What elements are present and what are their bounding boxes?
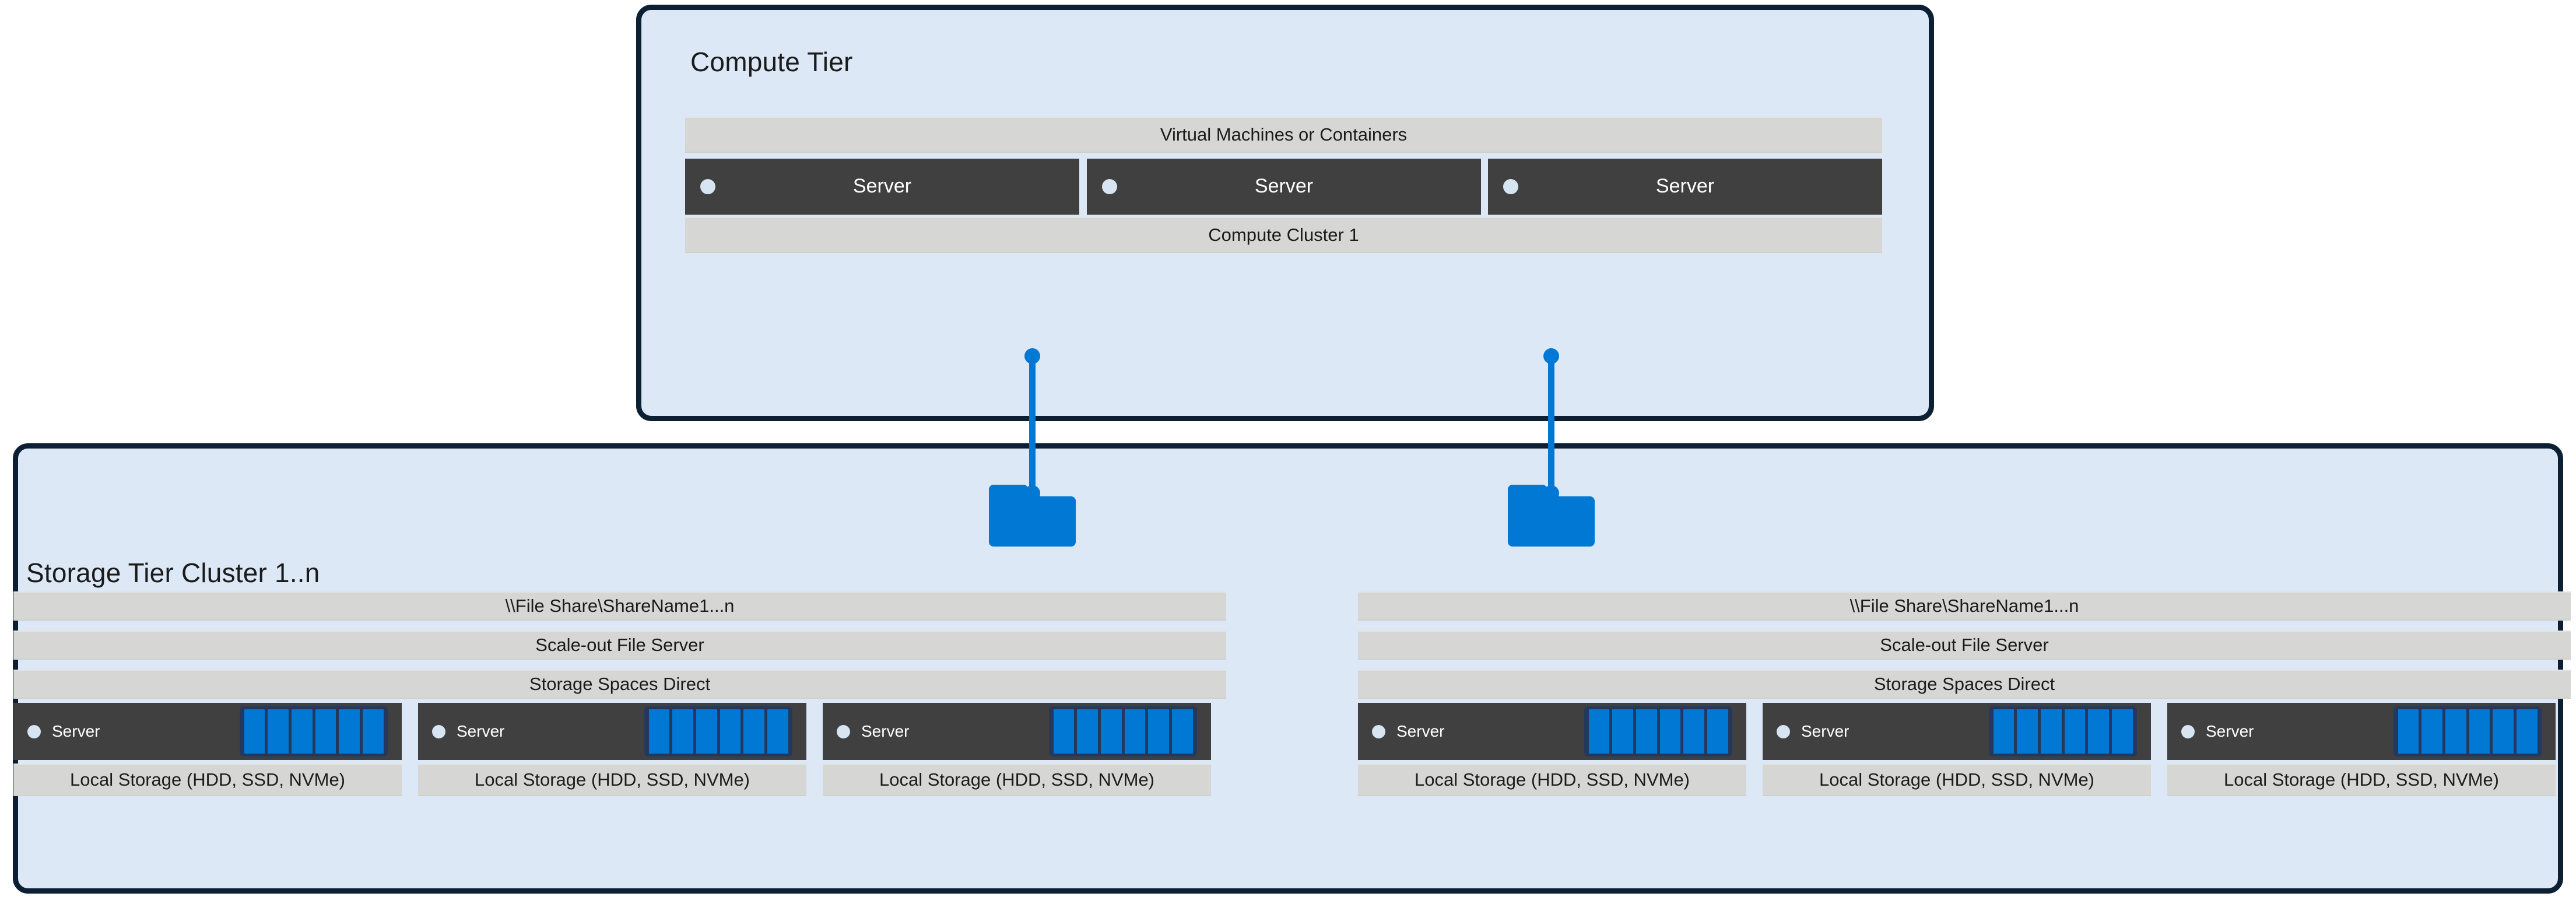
disk-slot (2088, 709, 2109, 754)
disk-slot (2516, 709, 2538, 754)
disk-slot (2421, 709, 2442, 754)
disk-slot (1588, 709, 1610, 754)
disk-slot (268, 709, 289, 754)
status-led-icon (2181, 725, 2195, 738)
status-led-icon (837, 725, 850, 738)
disk-slot (672, 709, 693, 754)
compute-cluster-band: Compute Cluster 1 (685, 217, 1882, 253)
cluster2-s2d-band: Storage Spaces Direct (1358, 670, 2571, 699)
connector-right-line (1548, 355, 1554, 495)
status-led-icon (1503, 179, 1518, 194)
disk-slot (1148, 709, 1169, 754)
storage-node-1[interactable]: Server (13, 703, 402, 760)
disk-slot (1636, 709, 1657, 754)
storage-node-4-local-storage: Local Storage (HDD, SSD, NVMe) (1358, 764, 1746, 796)
storage-node-5[interactable]: Server (1763, 703, 2151, 760)
disk-slot (1612, 709, 1633, 754)
storage-node-6-label: Server (2206, 722, 2254, 740)
storage-node-4[interactable]: Server (1358, 703, 1746, 760)
storage-node-1-local-storage: Local Storage (HDD, SSD, NVMe) (13, 764, 402, 796)
disk-bay-5 (1989, 706, 2137, 757)
compute-server-2-label: Server (1254, 175, 1314, 197)
disk-slot (2493, 709, 2514, 754)
disk-bay-2 (644, 706, 792, 757)
cluster1-file-share-band: \\File Share\ShareName1...n (13, 591, 1226, 621)
disk-slot (315, 709, 336, 754)
disk-slot (696, 709, 717, 754)
cluster2-file-share-band: \\File Share\ShareName1...n (1358, 591, 2571, 621)
storage-node-6-local-storage: Local Storage (HDD, SSD, NVMe) (2167, 764, 2556, 796)
disk-slot (2111, 709, 2133, 754)
storage-node-5-label: Server (1801, 722, 1849, 740)
disk-slot (2017, 709, 2038, 754)
virtual-machines-band: Virtual Machines or Containers (685, 117, 1882, 153)
storage-node-2-local-storage: Local Storage (HDD, SSD, NVMe) (418, 764, 806, 796)
disk-slot (1707, 709, 1728, 754)
compute-server-3-label: Server (1655, 175, 1715, 197)
disk-slot (2469, 709, 2490, 754)
compute-tier-title: Compute Tier (690, 47, 853, 77)
disk-slot (2040, 709, 2062, 754)
disk-slot (2064, 709, 2086, 754)
status-led-icon (700, 179, 715, 194)
storage-node-3[interactable]: Server (823, 703, 1211, 760)
connector-right-top-dot (1543, 348, 1559, 364)
storage-tier-panel: Storage Tier Cluster 1..n \\File Share\S… (13, 443, 2571, 894)
storage-node-6[interactable]: Server (2167, 703, 2556, 760)
disk-bay-4 (1584, 706, 1732, 757)
status-led-icon (1777, 725, 1790, 738)
compute-server-2[interactable]: Server (1087, 159, 1481, 215)
compute-server-3[interactable]: Server (1488, 159, 1882, 215)
storage-tier-title: Storage Tier Cluster 1..n (26, 558, 320, 588)
storage-node-3-label: Server (861, 722, 910, 740)
storage-node-2[interactable]: Server (418, 703, 806, 760)
disk-slot (1053, 709, 1075, 754)
disk-slot (1993, 709, 2015, 754)
disk-slot (1683, 709, 1704, 754)
disk-slot (1100, 709, 1122, 754)
storage-node-1-label: Server (52, 722, 100, 740)
disk-slot (648, 709, 670, 754)
storage-node-5-local-storage: Local Storage (HDD, SSD, NVMe) (1763, 764, 2151, 796)
disk-slot (2445, 709, 2466, 754)
disk-slot (2398, 709, 2419, 754)
disk-bay-1 (240, 706, 388, 757)
disk-slot (767, 709, 788, 754)
disk-slot (1124, 709, 1146, 754)
status-led-icon (1102, 179, 1117, 194)
disk-slot (743, 709, 764, 754)
disk-slot (720, 709, 741, 754)
disk-slot (1171, 709, 1193, 754)
cluster1-s2d-band: Storage Spaces Direct (13, 670, 1226, 699)
disk-slot (1077, 709, 1098, 754)
storage-node-3-local-storage: Local Storage (HDD, SSD, NVMe) (823, 764, 1211, 796)
disk-slot (1659, 709, 1681, 754)
disk-slot (244, 709, 265, 754)
disk-bay-3 (1049, 706, 1197, 757)
disk-slot (362, 709, 384, 754)
cluster1-scale-out-band: Scale-out File Server (13, 631, 1226, 660)
compute-server-1[interactable]: Server (685, 159, 1079, 215)
status-led-icon (1372, 725, 1385, 738)
cluster2-scale-out-band: Scale-out File Server (1358, 631, 2571, 660)
connector-left-line (1029, 355, 1036, 495)
disk-slot (339, 709, 360, 754)
storage-node-2-label: Server (457, 722, 505, 740)
compute-tier-panel: Compute Tier Virtual Machines or Contain… (636, 5, 1934, 421)
status-led-icon (432, 725, 445, 738)
disk-slot (291, 709, 313, 754)
storage-node-4-label: Server (1396, 722, 1445, 740)
disk-bay-6 (2393, 706, 2542, 757)
status-led-icon (27, 725, 41, 738)
compute-server-1-label: Server (852, 175, 912, 197)
connector-left-top-dot (1024, 348, 1040, 364)
